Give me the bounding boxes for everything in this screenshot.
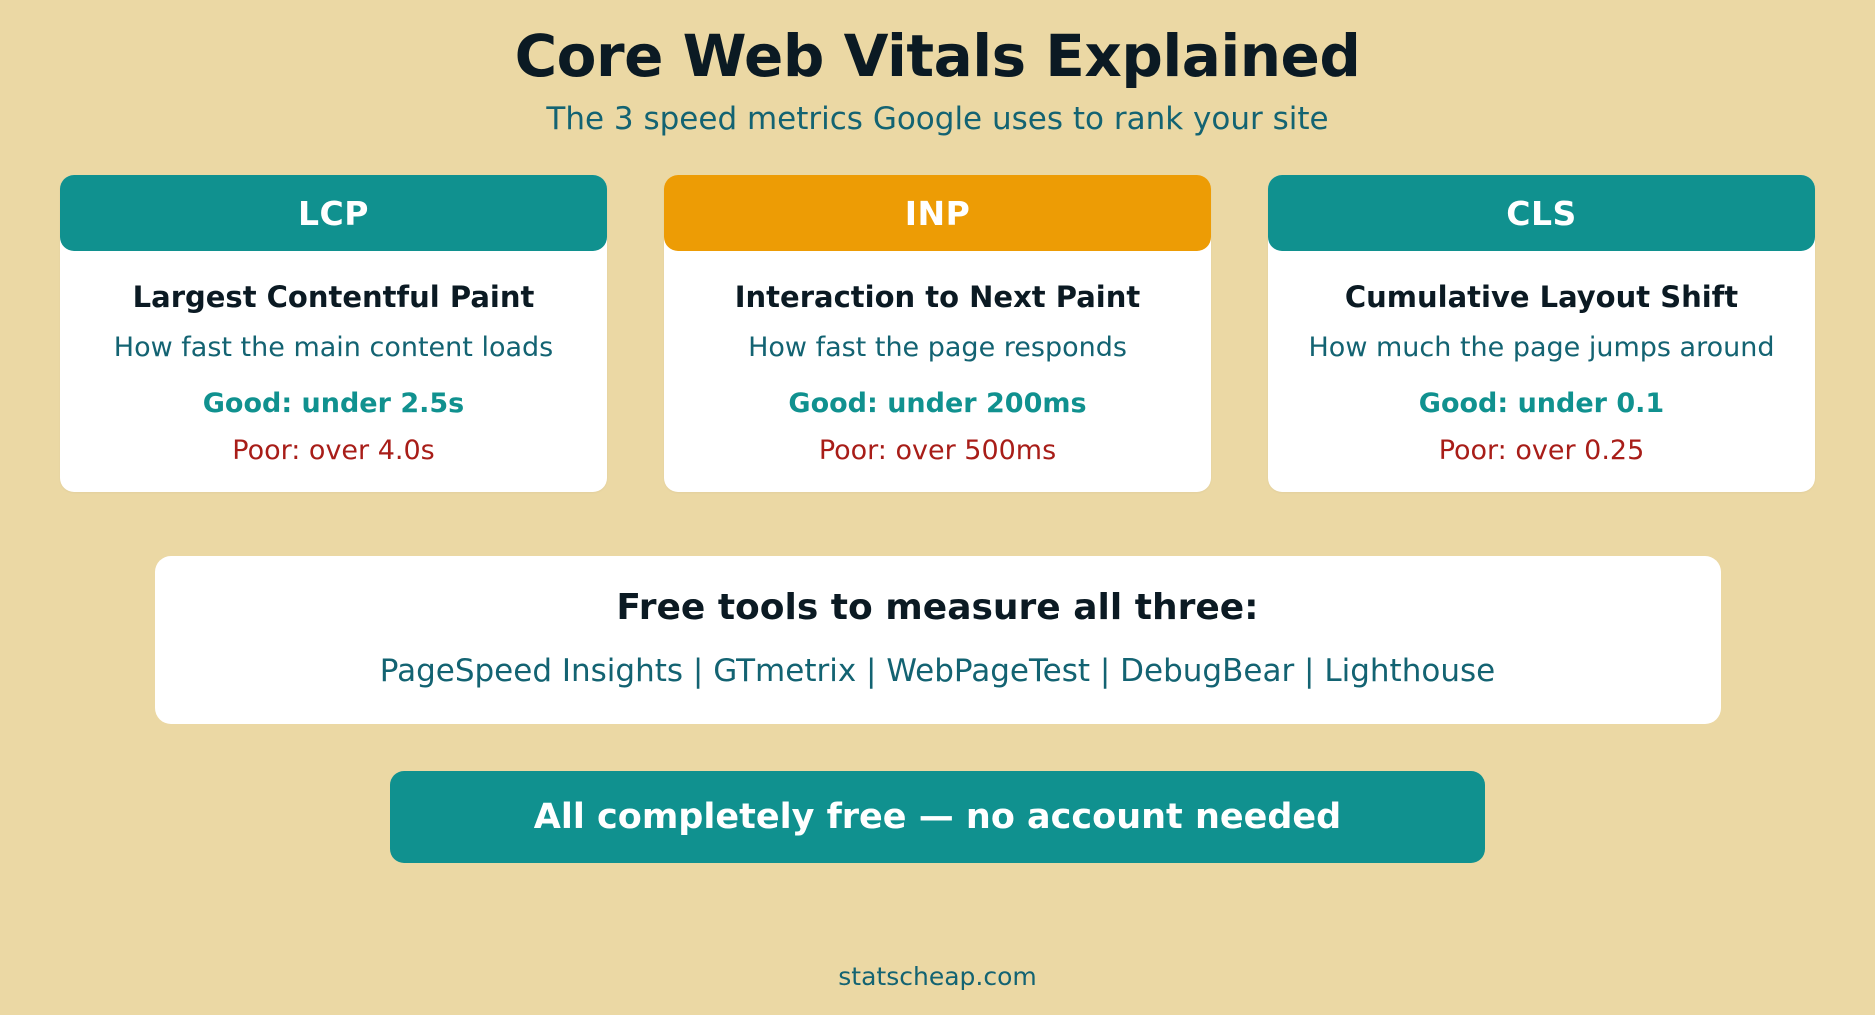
metric-name-cls: Cumulative Layout Shift [1344, 280, 1739, 315]
metric-name-lcp: Largest Contentful Paint [132, 280, 535, 315]
metric-card-lcp: LCP Largest Contentful Paint How fast th… [60, 175, 607, 493]
footer-site-name: statscheap.com [838, 962, 1037, 991]
tools-panel: Free tools to measure all three: PageSpe… [154, 556, 1721, 724]
metric-description-inp: How fast the page responds [748, 331, 1127, 363]
metric-good-threshold-inp: Good: under 200ms [788, 388, 1087, 420]
page-title: Core Web Vitals Explained [514, 22, 1361, 90]
metric-name-inp: Interaction to Next Paint [734, 280, 1141, 315]
metric-card-row: LCP Largest Contentful Paint How fast th… [60, 175, 1815, 493]
metric-poor-threshold-cls: Poor: over 0.25 [1438, 435, 1645, 467]
metric-poor-threshold-lcp: Poor: over 4.0s [232, 435, 435, 467]
tools-panel-title: Free tools to measure all three: [616, 587, 1259, 629]
metric-good-threshold-cls: Good: under 0.1 [1418, 388, 1665, 420]
tools-list: PageSpeed Insights | GTmetrix | WebPageT… [379, 652, 1496, 689]
metric-card-header-inp: INP [664, 175, 1211, 252]
metric-description-lcp: How fast the main content loads [113, 331, 554, 363]
metric-card-header-cls: CLS [1268, 175, 1815, 252]
metric-poor-threshold-inp: Poor: over 500ms [818, 435, 1057, 467]
metric-card-cls: CLS Cumulative Layout Shift How much the… [1268, 175, 1815, 493]
metric-card-header-lcp: LCP [60, 175, 607, 252]
metric-description-cls: How much the page jumps around [1308, 331, 1775, 363]
metric-card-inp: INP Interaction to Next Paint How fast t… [664, 175, 1211, 493]
cta-banner: All completely free — no account needed [390, 770, 1485, 863]
page-subtitle: The 3 speed metrics Google uses to rank … [546, 100, 1329, 137]
metric-good-threshold-lcp: Good: under 2.5s [202, 388, 465, 420]
